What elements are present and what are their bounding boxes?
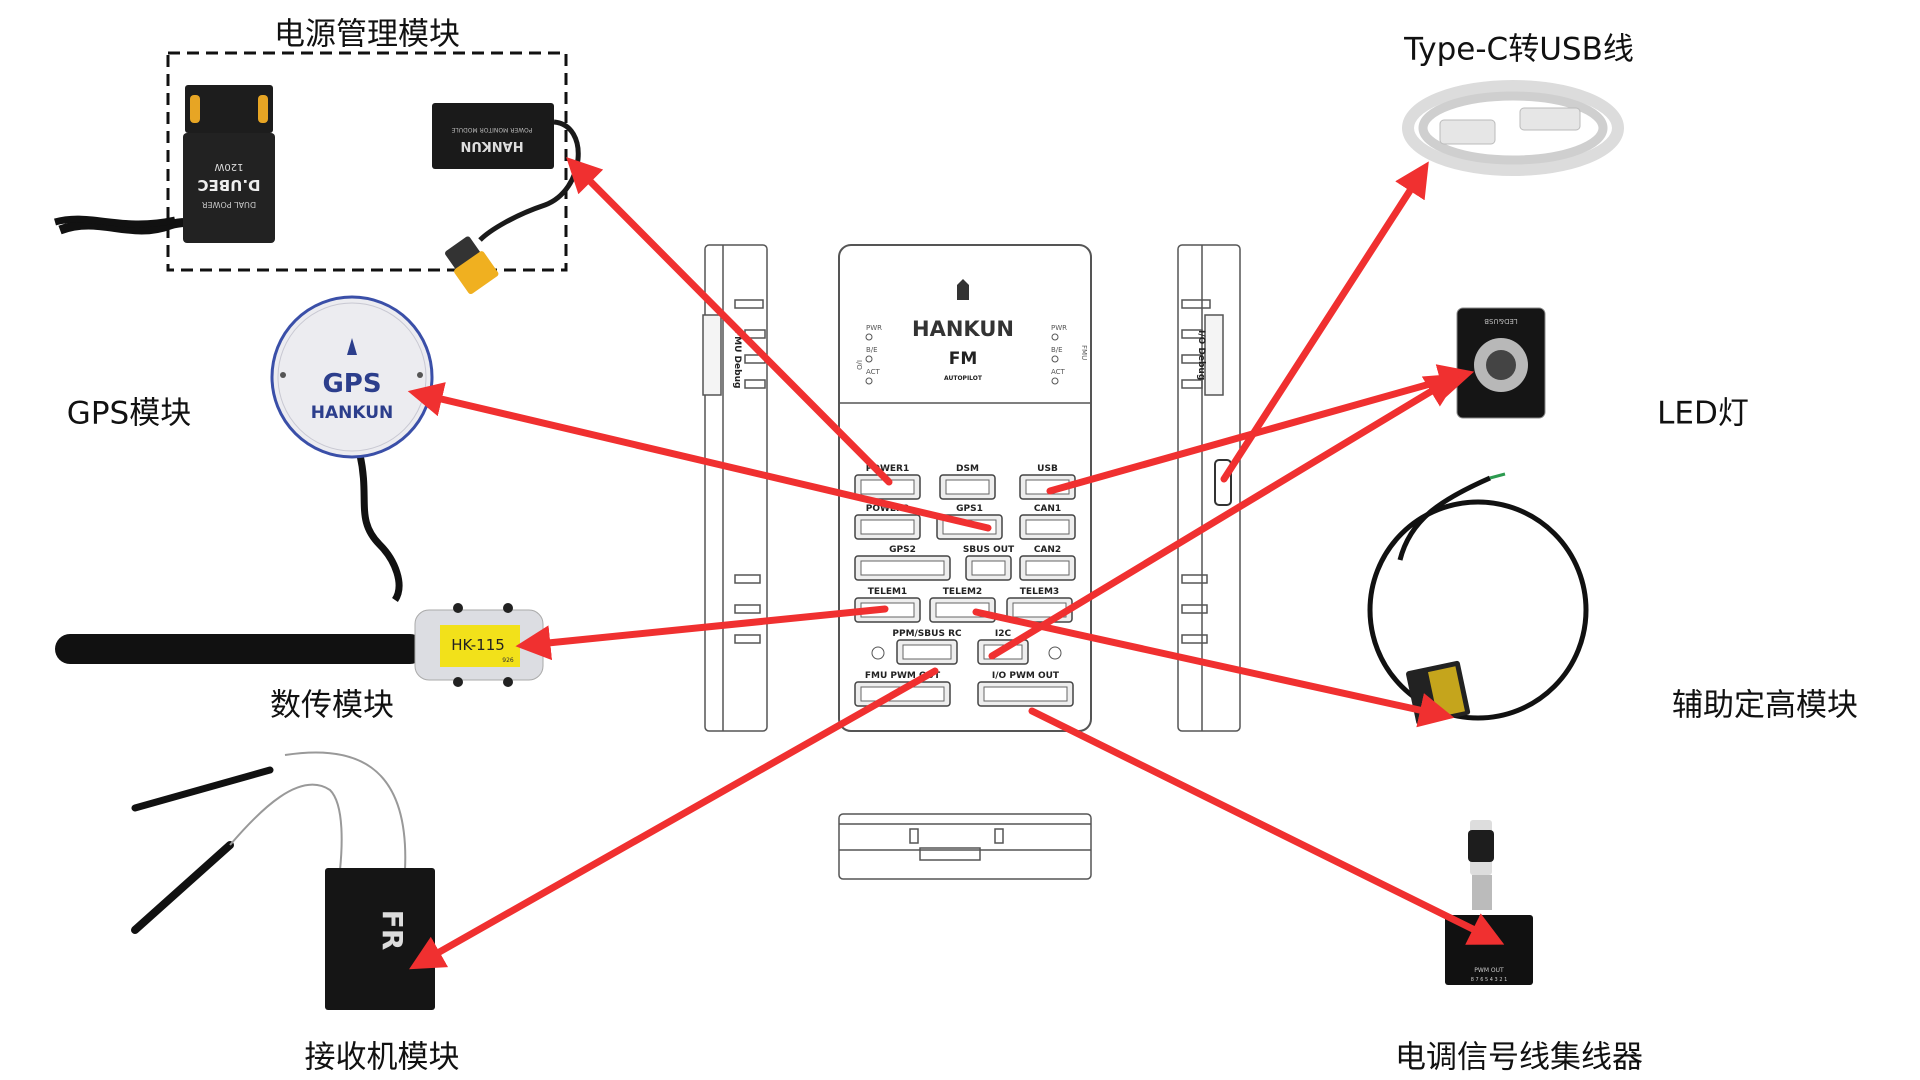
label-telemetry-module: 数传模块 [270, 687, 394, 724]
power-monitor-module: HANKUN POWER MONITOR MODULE [432, 103, 581, 295]
left-side-board: FMU Debug [702, 244, 768, 732]
fmu-group-label: FMU [1080, 345, 1088, 360]
port-label-gps1: GPS1 [956, 504, 983, 514]
io-debug-label: I/O Debug [1196, 330, 1206, 380]
height-module [1367, 472, 1589, 726]
gps-brand-text: HANKUN [311, 403, 394, 423]
esc-signal-hub: PWM OUT 8 7 6 5 4 3 2 1 [1445, 820, 1533, 985]
label-receiver-module: 接收机模块 [304, 1039, 460, 1076]
board-brand: HANKUN [912, 317, 1014, 341]
io-led-be-label: B/E [866, 346, 878, 354]
board-model: FM [949, 349, 978, 369]
label-gps-module: GPS模块 [66, 395, 192, 432]
io-led-pwr-label: PWR [866, 324, 882, 332]
led-text: LED&USB [1484, 317, 1518, 325]
port-label-sbus_out: SBUS OUT [963, 545, 1015, 555]
port-label-io_pwm: I/O PWM OUT [992, 671, 1060, 681]
arrow-power1-to-power-module [566, 157, 893, 486]
arrow-typec-to-cable [1220, 161, 1429, 483]
port-label-power1: POWER1 [866, 464, 910, 474]
arrow-i2c-to-led [988, 373, 1461, 660]
port-label-power2: POWER2 [866, 504, 910, 514]
label-usb-cable: Type-C转USB线 [1404, 31, 1634, 68]
hub-pwm-text: PWM OUT [1474, 967, 1504, 974]
arrow-ppm-to-receiver [409, 667, 939, 970]
label-led: LED灯 [1657, 395, 1749, 432]
gps-text: GPS [322, 369, 381, 399]
hub-pins-text: 8 7 6 5 4 3 2 1 [1471, 977, 1508, 983]
label-height-module: 辅助定高模块 [1672, 687, 1858, 724]
receiver-fr-text: FR [376, 910, 409, 951]
board-subtitle: AUTOPILOT [944, 375, 983, 382]
led-usb-module: LED&USB [1456, 307, 1546, 419]
port-label-telem3: TELEM3 [1020, 587, 1059, 597]
fmu-debug-label: FMU Debug [732, 330, 742, 388]
port-label-telem2: TELEM2 [943, 587, 982, 597]
dubec-sub-text: DUAL POWER [201, 200, 256, 209]
port-label-i2c: I2C [995, 629, 1012, 639]
io-led-act-label: ACT [866, 368, 881, 376]
arrow-gps1-to-gps [407, 382, 992, 532]
port-label-ppm: PPM/SBUS RC [892, 629, 962, 639]
telemetry-radio-module: HK-115 926 [55, 603, 544, 687]
port-label-can1: CAN1 [1034, 504, 1061, 514]
label-esc-hub: 电调信号线集线器 [1395, 1039, 1643, 1076]
fmu-led-pwr-label: PWR [1051, 324, 1067, 332]
dubec-brand-text: D.UBEC [197, 176, 260, 194]
port-label-gps2: GPS2 [889, 545, 916, 555]
gps-module: GPS HANKUN [270, 295, 434, 602]
receiver-module: FR [131, 751, 435, 1010]
port-label-can2: CAN2 [1034, 545, 1061, 555]
dubec-module: 120W D.UBEC DUAL POWER [54, 85, 275, 243]
port-label-fmu_pwm: FMU PWM OUT [865, 671, 941, 681]
io-group-label: I/O [855, 360, 863, 370]
arrow-telem1-to-radio [515, 605, 889, 661]
radio-label-text: HK-115 [451, 636, 505, 654]
pm-brand-text: HANKUN [460, 138, 523, 153]
port-label-telem1: TELEM1 [868, 587, 907, 597]
port-label-usb: USB [1037, 464, 1058, 474]
connection-arrows [407, 157, 1505, 970]
main-board: HANKUN FM AUTOPILOT PWR B/E ACT PWR B/E … [838, 244, 1092, 732]
pm-sub-text: POWER MONITOR MODULE [451, 126, 532, 133]
power-group-box [166, 51, 568, 272]
right-side-board: I/O Debug [1177, 244, 1241, 732]
label-power-module: 电源管理模块 [274, 16, 460, 53]
usb-cable [1402, 80, 1624, 176]
arrow-iopwm-to-hub [1028, 707, 1505, 945]
fmu-led-act-label: ACT [1051, 368, 1066, 376]
radio-sub-text: 926 [502, 657, 514, 664]
bottom-board [838, 813, 1092, 880]
port-label-dsm: DSM [956, 464, 979, 474]
hankun-logo-icon [957, 279, 969, 300]
arrow-telem2-to-height [972, 608, 1455, 728]
dubec-power-text: 120W [214, 161, 243, 172]
fmu-led-be-label: B/E [1051, 346, 1063, 354]
